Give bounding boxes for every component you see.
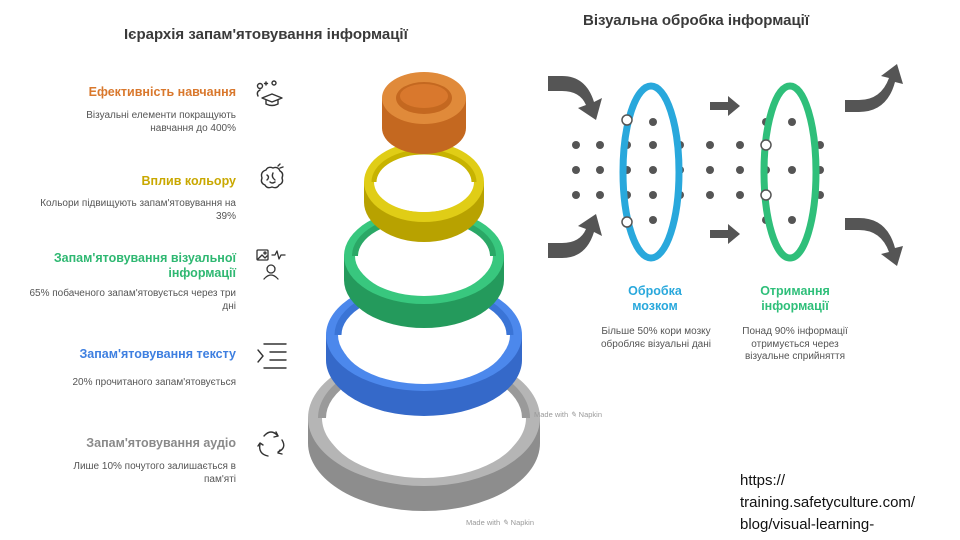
middle-arrow-bottom: [710, 224, 740, 244]
level-desc-audio: Лише 10% почутого залишається в пам'яті: [73, 461, 236, 485]
middle-arrow-top: [710, 96, 740, 116]
brain-icon: [260, 163, 284, 189]
hierarchy-title: Ієрархія запам'ятовування інформації: [124, 26, 408, 43]
made-with-watermark-left: Made with ✎ Napkin: [466, 518, 535, 527]
ring-visual: [344, 208, 504, 328]
level-title-audio: Запам'ятовування аудіо: [86, 436, 236, 450]
level-desc-visual: 65% побаченого запам'ятовується через тр…: [29, 288, 236, 312]
memory-rings-diagram: [308, 72, 540, 511]
level-desc-color: Кольори підвищують запам'ятовування на 3…: [40, 198, 236, 222]
source-url[interactable]: https:// training.safetyculture.com/ blo…: [740, 472, 916, 540]
stage-title-brain: Обробка мозком: [628, 284, 682, 313]
information-dots: [572, 118, 824, 224]
level-title-text: Запам'ятовування тексту: [79, 347, 236, 361]
ring-color: [364, 142, 484, 242]
brain-processing-ring: [619, 82, 683, 262]
level-title-visual: Запам'ятовування візуальної інформації: [53, 251, 236, 280]
text-lines-icon: [257, 343, 287, 369]
visual-memory-icon: [256, 249, 286, 280]
graduation-icon: [256, 80, 283, 107]
level-title-learning: Ефективність навчання: [88, 85, 236, 99]
stage-desc-receipt: Понад 90% інформації отримується через в…: [742, 326, 848, 362]
information-receipt-ring: [760, 82, 820, 262]
outgoing-arrow-top: [845, 64, 903, 112]
level-desc-learning: Візуальні елементи покращують навчання д…: [86, 110, 236, 134]
level-desc-text: 20% прочитаного запам'ятовується: [72, 377, 236, 388]
made-with-watermark-right: Made with ✎ Napkin: [534, 410, 603, 419]
incoming-arrow-top: [548, 76, 602, 120]
level-title-color: Вплив кольору: [141, 174, 236, 188]
visual-flow-diagram: [548, 64, 903, 266]
stage-desc-brain: Більше 50% кори мозку обробляє візуальні…: [601, 326, 711, 350]
audio-cycle-icon: [257, 431, 285, 457]
stage-title-receipt: Отримання інформації: [760, 284, 830, 313]
ring-learning: [382, 72, 466, 154]
visual-processing-title: Візуальна обробка інформації: [583, 12, 810, 29]
outgoing-arrow-bottom: [845, 218, 903, 266]
incoming-arrow-bottom: [548, 214, 602, 258]
